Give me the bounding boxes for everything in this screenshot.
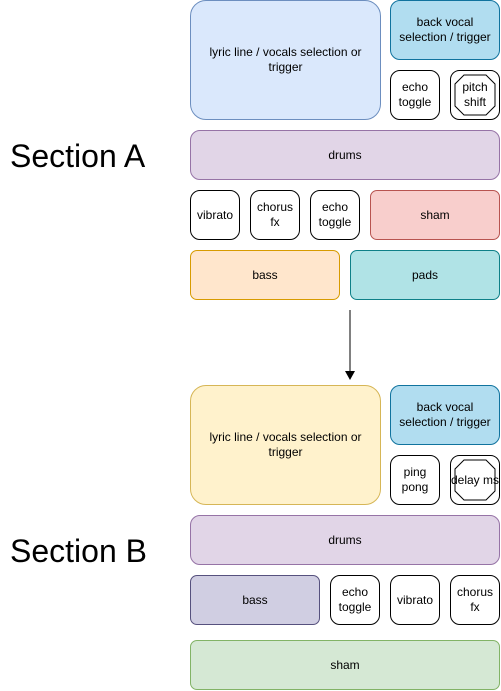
- section-a-vibrato-label: vibrato: [196, 207, 234, 222]
- section-a-pitch-shift-label: pitch shift: [462, 80, 488, 109]
- section-a-echo-toggle[interactable]: echo toggle: [390, 70, 440, 120]
- section-a-label: Section A: [10, 138, 146, 174]
- section-a-chorus-fx[interactable]: chorus fx: [250, 190, 300, 240]
- section-b-chorus-fx-label: chorus fx: [456, 585, 494, 614]
- section-a-lyric-trigger-label: lyric line / vocals selection or trigger: [209, 45, 362, 74]
- section-a-back-vocal[interactable]: back vocal selection / trigger: [390, 0, 500, 60]
- section-a-drums[interactable]: drums: [190, 130, 500, 180]
- section-b-sham[interactable]: sham: [190, 640, 500, 690]
- section-a-echo-toggle-label: echo toggle: [398, 80, 432, 109]
- section-a-pads[interactable]: pads: [350, 250, 500, 300]
- section-a-sham[interactable]: sham: [370, 190, 500, 240]
- section-b-bass-label: bass: [242, 592, 268, 607]
- section-b-delay-ms[interactable]: delay ms: [450, 455, 500, 505]
- section-a-pitch-shift[interactable]: pitch shift: [450, 70, 500, 120]
- section-b-vibrato-label: vibrato: [396, 592, 434, 607]
- section-a-back-vocal-label: back vocal selection / trigger: [399, 15, 491, 44]
- section-b-ping-pong[interactable]: ping pong: [390, 455, 440, 505]
- section-a-lyric-trigger[interactable]: lyric line / vocals selection or trigger: [190, 0, 381, 120]
- section-b-lyric-trigger[interactable]: lyric line / vocals selection or trigger: [190, 385, 381, 505]
- section-b-label: Section B: [10, 533, 147, 569]
- section-a-bass[interactable]: bass: [190, 250, 340, 300]
- section-b-echo-toggle[interactable]: echo toggle: [330, 575, 380, 625]
- section-b-lyric-trigger-label: lyric line / vocals selection or trigger: [209, 430, 362, 459]
- delay-ms-frame: [450, 455, 500, 505]
- pitch-shift-frame: [450, 70, 500, 120]
- section-b-bass[interactable]: bass: [190, 575, 320, 625]
- section-b-sham-label: sham: [330, 657, 360, 672]
- section-a-sham-label: sham: [420, 207, 450, 222]
- section-b-drums[interactable]: drums: [190, 515, 500, 565]
- section-b-back-vocal[interactable]: back vocal selection / trigger: [390, 385, 500, 445]
- section-a-bass-label: bass: [252, 267, 278, 282]
- section-b-ping-pong-label: ping pong: [401, 465, 429, 494]
- section-b-echo-toggle-label: echo toggle: [338, 585, 372, 614]
- section-b-back-vocal-label: back vocal selection / trigger: [399, 400, 491, 429]
- section-b-chorus-fx[interactable]: chorus fx: [450, 575, 500, 625]
- section-b-vibrato[interactable]: vibrato: [390, 575, 440, 625]
- section-a-chorus-fx-label: chorus fx: [256, 200, 294, 229]
- flow-arrow: [345, 310, 355, 380]
- section-a-echo-toggle-2[interactable]: echo toggle: [310, 190, 360, 240]
- section-a-echo-toggle-2-label: echo toggle: [318, 200, 352, 229]
- section-a-pads-label: pads: [411, 267, 439, 282]
- section-a-vibrato[interactable]: vibrato: [190, 190, 240, 240]
- section-b-drums-label: drums: [328, 532, 362, 547]
- section-b-delay-ms-label: delay ms: [450, 472, 500, 487]
- section-a-drums-label: drums: [328, 147, 362, 162]
